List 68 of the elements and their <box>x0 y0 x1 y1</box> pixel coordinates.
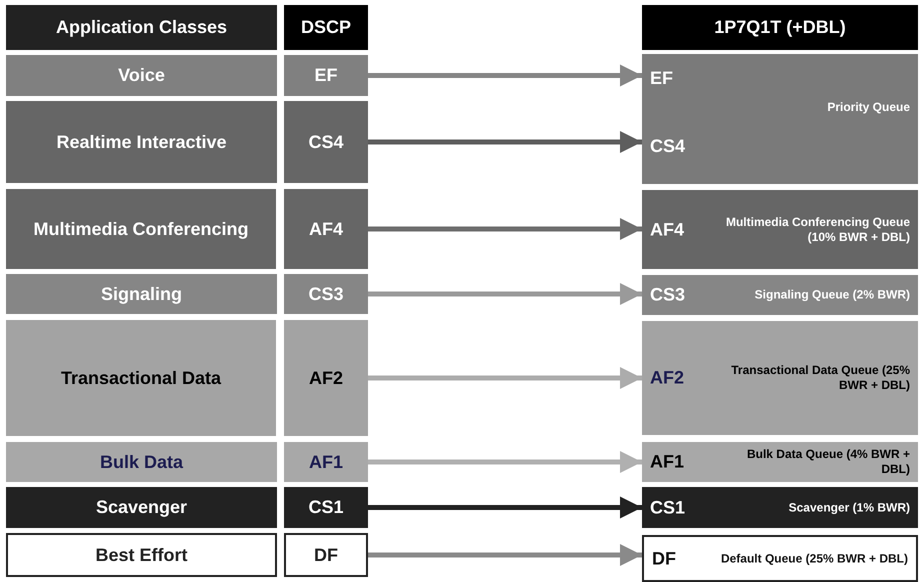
dscp-code: CS1 <box>308 497 344 518</box>
dscp-code: EF <box>650 68 674 89</box>
header-text: 1P7Q1T (+DBL) <box>714 17 846 38</box>
class-name: Voice <box>118 65 165 86</box>
dscp-code: AF2 <box>308 368 343 388</box>
dscp-code: CS1 <box>650 497 686 518</box>
queue-box <box>642 487 918 528</box>
class-name: Realtime Interactive <box>56 132 227 152</box>
queue-description: Multimedia Conferencing Queue (10% BWR + DBL) <box>724 214 910 244</box>
class-box <box>6 55 277 96</box>
queue-description: Bulk Data Queue (4% BWR + DBL) <box>746 447 910 477</box>
dscp-box <box>284 101 368 183</box>
dscp-code: CS4 <box>308 132 344 152</box>
arrow <box>368 496 642 518</box>
queue-box <box>642 442 918 482</box>
class-name: Multimedia Conferencing <box>33 218 248 240</box>
dscp-box <box>284 442 368 482</box>
dscp-code: AF1 <box>650 452 684 472</box>
class-name: Best Effort <box>95 544 188 566</box>
dscp-box <box>284 55 368 96</box>
queue-description: Transactional Data Queue (25% BWR + DBL) <box>730 363 910 393</box>
dscp-box <box>284 533 368 577</box>
arrow <box>368 367 642 389</box>
queue-description: Priority Queue <box>827 100 910 115</box>
dscp-code: EF <box>314 65 338 86</box>
dscp-code: AF4 <box>650 219 684 240</box>
class-name: Signaling <box>101 284 182 304</box>
arrow <box>368 544 642 566</box>
queue-box <box>642 275 918 315</box>
queue-description: Default Queue (25% BWR + DBL) <box>720 551 908 566</box>
class-box <box>6 320 276 436</box>
queue-box <box>642 535 918 582</box>
class-box <box>6 189 276 269</box>
arrow <box>368 64 642 86</box>
header-text: Application Classes <box>56 17 228 38</box>
queue-box <box>642 190 918 269</box>
dscp-code: AF4 <box>308 218 343 240</box>
class-box <box>6 487 277 528</box>
dscp-box <box>284 487 368 528</box>
class-box <box>6 274 277 314</box>
class-name: Bulk Data <box>100 452 184 472</box>
class-box <box>6 101 277 183</box>
column-header <box>284 5 368 50</box>
column-header <box>642 5 918 50</box>
dscp-code: CS3 <box>308 284 344 304</box>
queue-description: Signaling Queue (2% BWR) <box>754 288 910 302</box>
queue-box <box>642 54 918 184</box>
dscp-code: AF1 <box>308 452 343 472</box>
queue-box <box>642 321 918 435</box>
dscp-box <box>284 274 368 314</box>
arrow <box>368 218 642 240</box>
class-name: Scavenger <box>96 497 188 518</box>
dscp-code: DF <box>652 548 676 569</box>
class-box <box>6 533 277 577</box>
dscp-code: CS3 <box>650 284 686 306</box>
queue-description: Scavenger (1% BWR) <box>788 500 910 515</box>
arrow <box>368 451 642 473</box>
class-name: Transactional Data <box>60 368 222 388</box>
dscp-box <box>284 320 368 436</box>
arrow <box>368 131 642 153</box>
header-text: DSCP <box>300 17 351 38</box>
column-header <box>6 5 277 50</box>
dscp-code: CS4 <box>650 136 686 157</box>
dscp-box <box>284 189 368 269</box>
arrow <box>368 283 642 305</box>
dscp-code: AF2 <box>650 368 684 388</box>
dscp-code: DF <box>314 544 338 566</box>
class-box <box>6 442 277 482</box>
